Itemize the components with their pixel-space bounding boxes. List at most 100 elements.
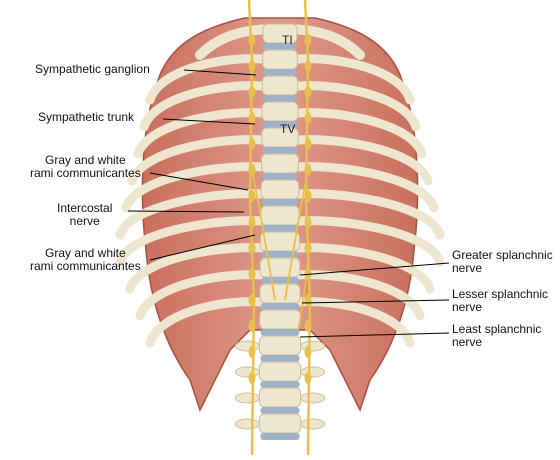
vertebra-body	[261, 101, 299, 122]
intervertebral-disc	[263, 95, 297, 102]
greater-splanchnic-nerve	[251, 169, 276, 301]
leader-line	[299, 332, 450, 338]
rib-right	[283, 243, 435, 294]
sympathetic-ganglion	[248, 320, 256, 332]
leader-line	[299, 262, 450, 276]
label-least-splanchnic-line2: nerve	[452, 335, 483, 349]
sympathetic-ganglion	[248, 242, 256, 254]
vertebra-label-t1: TI	[282, 33, 293, 47]
leader-line	[301, 299, 450, 304]
sympathetic-ganglion	[304, 112, 312, 124]
transverse-process	[300, 392, 326, 404]
label-lesser-splanchnic-line1: Lesser splanchnic	[452, 287, 549, 301]
sympathetic-ganglion	[248, 86, 256, 98]
leader-line	[149, 234, 256, 261]
vertebra-body	[258, 413, 302, 434]
leader-line	[149, 172, 249, 191]
sympathetic-ganglion	[248, 34, 256, 46]
vertebra-body	[259, 257, 301, 278]
intervertebral-disc	[260, 407, 300, 414]
lesser-splanchnic-nerve	[297, 259, 309, 331]
greater-splanchnic-nerve	[284, 169, 309, 301]
transverse-process	[300, 366, 326, 378]
rib-left	[145, 54, 277, 105]
label-gray-white-rami-2-line1: Gray and white	[44, 246, 126, 260]
label-intercostal-line2: nerve	[69, 214, 100, 228]
vertebra-body	[258, 335, 302, 356]
label-greater-splanchnic-line2: nerve	[452, 261, 483, 275]
label-intercostal-nerve: Intercostal nerve	[57, 202, 112, 228]
label-gray-white-rami-1-line2: rami communicantes	[30, 166, 141, 180]
vertebra-body	[260, 205, 300, 226]
transverse-process	[234, 418, 260, 430]
label-gray-white-rami-2-line2: rami communicantes	[30, 259, 141, 273]
vertebra-body	[258, 387, 302, 408]
rib-right	[283, 81, 421, 132]
intervertebral-disc	[260, 329, 300, 336]
intervertebral-disc	[264, 43, 296, 50]
vertebra-label-t5: TV	[280, 122, 295, 136]
intervertebral-disc	[261, 225, 299, 232]
label-least-splanchnic: Least splanchnic nerve	[452, 323, 541, 349]
sympathetic-ganglion	[304, 86, 312, 98]
sympathetic-ganglion	[248, 294, 256, 306]
label-sympathetic-ganglion-text: Sympathetic ganglion	[35, 62, 150, 76]
sympathetic-ganglion	[304, 372, 312, 384]
label-least-splanchnic-line1: Least splanchnic	[452, 322, 542, 336]
rib-left	[125, 243, 277, 294]
sympathetic-ganglion	[248, 268, 256, 280]
sympathetic-ganglion	[304, 216, 312, 228]
rib-left	[145, 297, 277, 348]
intervertebral-disc	[263, 121, 297, 128]
vertebra-body	[260, 179, 300, 200]
transverse-process	[234, 366, 260, 378]
sympathetic-ganglion	[304, 242, 312, 254]
sympathetic-ganglion	[304, 60, 312, 72]
vertebra-body	[261, 75, 299, 96]
intervertebral-disc	[261, 303, 299, 310]
vertebra-body	[258, 361, 302, 382]
transverse-process	[234, 340, 260, 352]
rib-right	[283, 108, 427, 159]
label-gray-white-rami-2: Gray and white rami communicantes	[30, 247, 141, 273]
intervertebral-disc	[261, 277, 299, 284]
transverse-process	[300, 340, 326, 352]
label-gray-white-rami-1: Gray and white rami communicantes	[30, 154, 141, 180]
sympathetic-ganglion	[248, 112, 256, 124]
intervertebral-disc	[262, 147, 298, 154]
label-sympathetic-trunk-text: Sympathetic trunk	[38, 110, 135, 124]
transverse-process	[300, 418, 326, 430]
label-greater-splanchnic-line1: Greater splanchnic	[452, 248, 553, 262]
intervertebral-disc	[262, 173, 298, 180]
vertebra-body	[262, 49, 298, 70]
vertebra-body	[259, 309, 301, 330]
sympathetic-ganglion	[304, 346, 312, 358]
rib-left	[135, 270, 277, 321]
leader-line	[162, 118, 256, 125]
label-lesser-splanchnic-line2: nerve	[452, 300, 483, 314]
intervertebral-disc	[261, 251, 299, 258]
sympathetic-ganglion	[248, 190, 256, 202]
label-lesser-splanchnic: Lesser splanchnic nerve	[452, 288, 548, 314]
label-greater-splanchnic: Greater splanchnic nerve	[452, 249, 553, 275]
intervertebral-disc	[263, 69, 297, 76]
sympathetic-ganglion	[248, 346, 256, 358]
label-sympathetic-ganglion: Sympathetic ganglion	[35, 63, 150, 76]
sympathetic-ganglion	[248, 372, 256, 384]
sympathetic-ganglion	[248, 216, 256, 228]
leader-line	[127, 210, 245, 213]
sympathetic-ganglion	[304, 320, 312, 332]
label-intercostal-line1: Intercostal	[57, 201, 113, 215]
sympathetic-ganglion	[304, 34, 312, 46]
sympathetic-ganglion	[304, 190, 312, 202]
label-sympathetic-trunk: Sympathetic trunk	[38, 111, 134, 124]
vertebra-body	[259, 283, 301, 304]
sympathetic-ganglion	[304, 138, 312, 150]
transverse-process	[234, 392, 260, 404]
sympathetic-ganglion	[304, 294, 312, 306]
vertebra-body	[261, 153, 299, 174]
rib-left	[133, 108, 277, 159]
label-gray-white-rami-1-line1: Gray and white	[44, 153, 126, 167]
